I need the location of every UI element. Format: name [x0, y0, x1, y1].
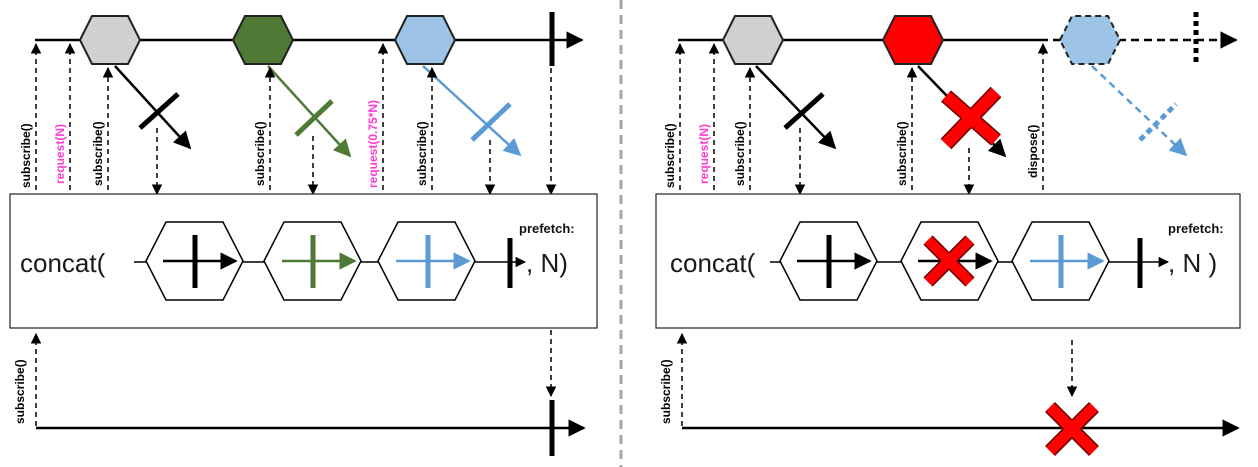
right-prefetch-label: prefetch: [1168, 221, 1224, 236]
right-source-item-gray [721, 15, 785, 65]
right-panel: concat( prefetch: , N ) subscribe() requ… [655, 12, 1241, 456]
right-inner-arrow-black [755, 65, 837, 150]
left-inner-arrow-blue [422, 65, 522, 157]
left-operator-name: concat( [20, 248, 106, 278]
right-label-subscribe-bottom: subscribe() [659, 359, 673, 424]
right-label-dispose: dispose() [1026, 125, 1040, 178]
right-label-subscribe-1: subscribe() [663, 123, 677, 188]
right-inner-error-x [940, 86, 1002, 150]
left-panel: concat( prefetch: , N) subscribe() reque… [9, 12, 598, 456]
left-inner-complete-blue [470, 102, 512, 142]
right-label-request-n: request(N) [697, 124, 711, 184]
right-label-subscribe-2: subscribe() [733, 121, 747, 186]
right-operator-args: , N ) [1168, 248, 1217, 278]
right-operator-name: concat( [670, 248, 756, 278]
left-source-item-blue [393, 15, 457, 65]
left-label-request-075n: request(0.75*N) [366, 100, 380, 188]
left-inner-arrow-black [114, 65, 192, 150]
left-label-request-n: request(N) [53, 124, 67, 184]
left-label-subscribe-3: subscribe() [253, 121, 267, 186]
right-inner-complete-black [783, 92, 825, 130]
left-operator-args: , N) [526, 248, 568, 278]
left-prefetch-label: prefetch: [519, 221, 575, 236]
right-source-item-red [881, 15, 945, 65]
right-inner-arrow-cancelled [1091, 65, 1188, 157]
left-inner-arrow-green [267, 65, 352, 158]
left-label-subscribe-1: subscribe() [19, 123, 33, 188]
right-source-item-blue-cancelled [1058, 15, 1122, 65]
left-inner-complete-green [294, 99, 334, 137]
right-output-error-x [1045, 402, 1099, 456]
right-chain-hex-2-error-x [923, 235, 975, 287]
left-label-subscribe-4: subscribe() [415, 121, 429, 186]
right-inner-complete-cancelled [1138, 102, 1178, 142]
left-source-item-gray [78, 15, 142, 65]
left-label-subscribe-bottom: subscribe() [13, 359, 27, 424]
left-source-item-green [231, 15, 295, 65]
left-inner-complete-black [138, 92, 180, 130]
left-label-subscribe-2: subscribe() [91, 121, 105, 186]
right-label-subscribe-3: subscribe() [895, 121, 909, 186]
